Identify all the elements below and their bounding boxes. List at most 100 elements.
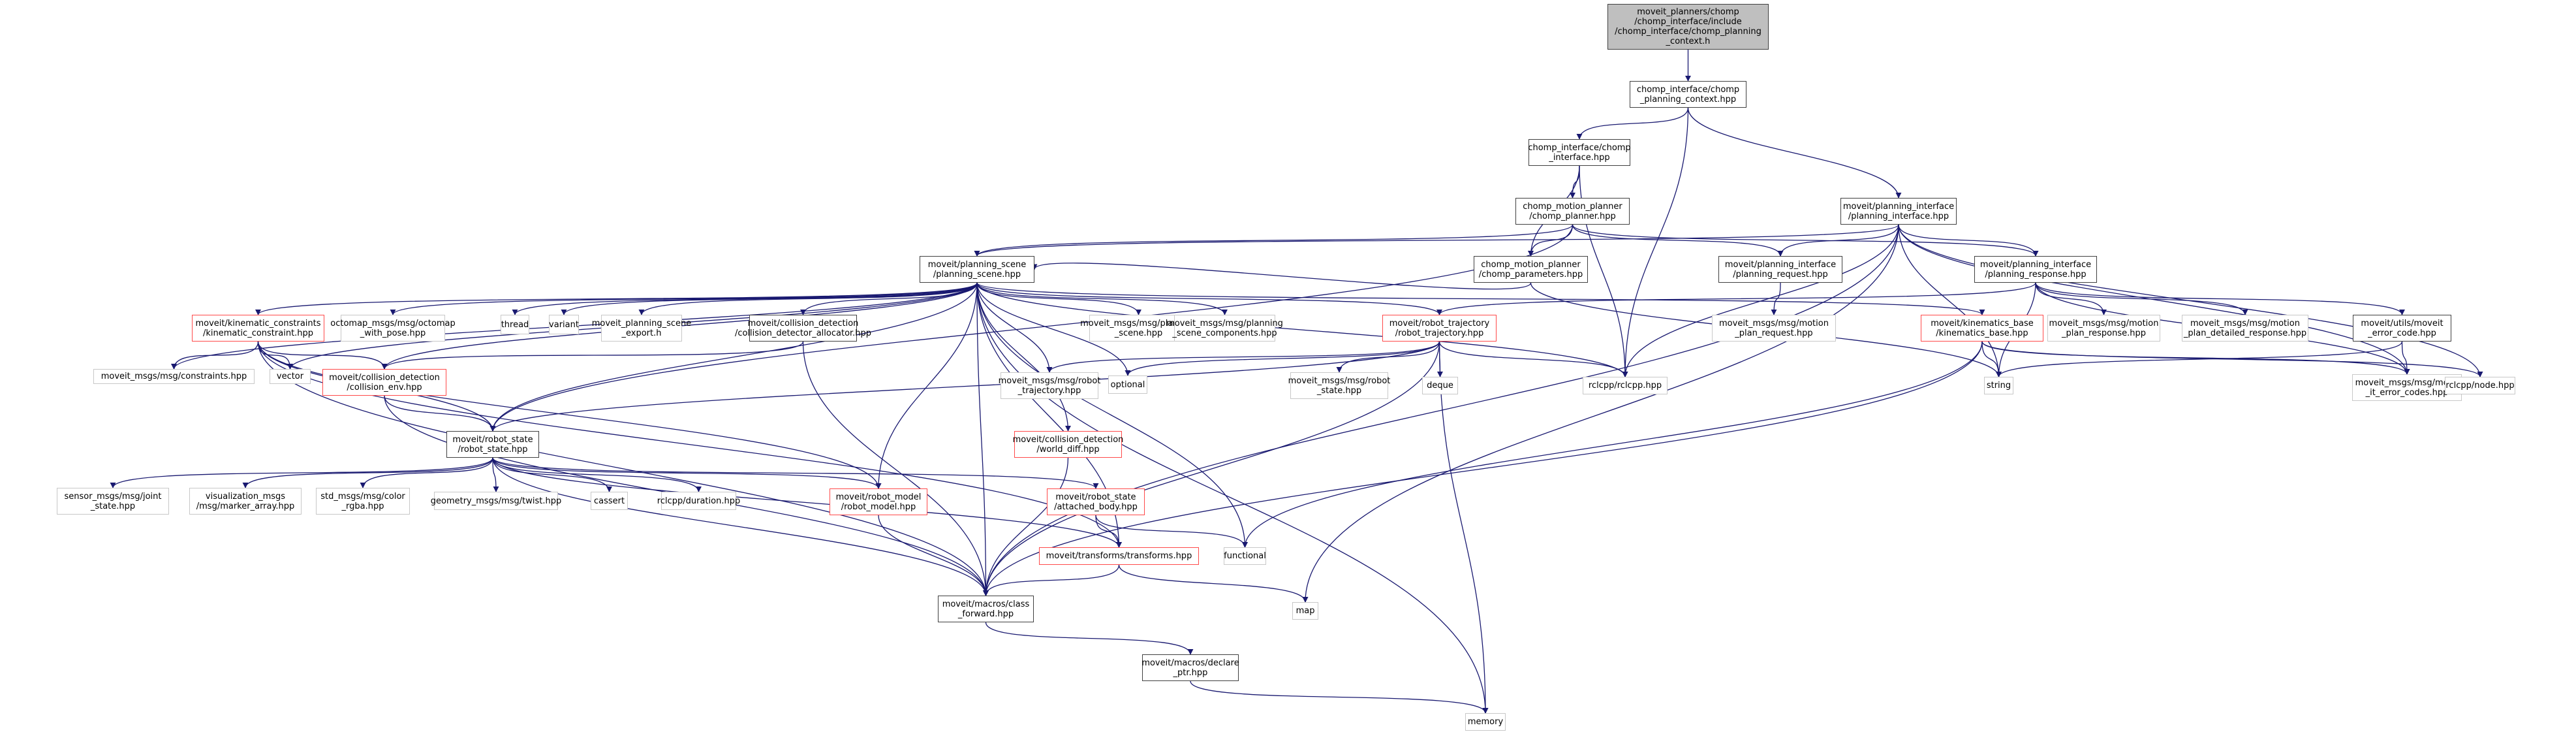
edge-tf-to-map — [1118, 564, 1309, 603]
graph-node-cf[interactable]: moveit/macros/class _forward.hpp — [938, 596, 1034, 622]
graph-node-cda[interactable]: moveit/collision_detection /collision_de… — [735, 315, 871, 342]
graph-node-cassert: cassert — [591, 492, 628, 510]
edge-ps-to-optional — [976, 282, 1131, 376]
graph-node-ab[interactable]: moveit/robot_state /attached_body.hpp — [1047, 488, 1145, 515]
graph-node-cparams[interactable]: chomp_motion_planner /chomp_parameters.h… — [1474, 256, 1588, 283]
graph-node-js: sensor_msgs/msg/joint _state.hpp — [57, 488, 169, 515]
graph-node-pi[interactable]: moveit/planning_interface /planning_inte… — [1840, 198, 1957, 225]
graph-node-label: chomp_interface/chomp _planning_context.… — [1636, 84, 1740, 104]
edge-kb-to-mmec — [1981, 341, 2410, 375]
graph-node-mpsc: moveit_msgs/msg/planning _scene_componen… — [1166, 315, 1283, 342]
graph-node-label: moveit/planning_interface /planning_inte… — [1842, 201, 1955, 221]
edge-rs-to-ab — [492, 457, 1099, 489]
graph-node-label: moveit/planning_interface /planning_requ… — [1724, 259, 1837, 279]
graph-node-label: moveit/robot_state /attached_body.hpp — [1054, 492, 1138, 512]
graph-node-node: rclcpp/node.hpp — [2445, 377, 2515, 394]
edge-pi-to-string — [1898, 224, 2002, 377]
edge-rs-to-cassert — [492, 457, 613, 492]
graph-node-label: geometry_msgs/msg/twist.hpp — [430, 496, 562, 506]
graph-node-root[interactable]: moveit_planners/chomp /chomp_interface/i… — [1607, 4, 1769, 50]
graph-node-kc[interactable]: moveit/kinematic_constraints /kinematic_… — [192, 315, 324, 342]
graph-node-mps: moveit_msgs/msg/planning _scene.hpp — [1080, 315, 1197, 342]
graph-node-kb[interactable]: moveit/kinematics_base /kinematics_base.… — [1921, 315, 2043, 342]
edge-kc-to-cf — [257, 341, 989, 596]
graph-node-ps[interactable]: moveit/planning_scene /planning_scene.hp… — [920, 256, 1034, 283]
edge-ps-to-rm — [875, 282, 978, 489]
graph-node-label: moveit/macros/class _forward.hpp — [942, 599, 1030, 619]
graph-node-label: rclcpp/node.hpp — [2445, 381, 2515, 391]
graph-node-preq[interactable]: moveit/planning_interface /planning_requ… — [1718, 256, 1842, 283]
edge-rt-to-memory — [1438, 341, 1489, 714]
graph-node-label: moveit/robot_model /robot_model.hpp — [835, 492, 922, 512]
graph-node-label: moveit/planning_interface /planning_resp… — [1979, 259, 2092, 279]
graph-node-label: moveit_msgs/msg/constraints.hpp — [101, 372, 247, 381]
graph-node-label: moveit/collision_detection /collision_de… — [734, 318, 872, 338]
edge-ps-to-rt — [976, 282, 1442, 315]
edge-cp-to-presp — [1572, 224, 2039, 257]
edge-wd-to-cf — [982, 457, 1069, 596]
graph-node-label: moveit_msgs/msg/robot _trajectory.hpp — [998, 375, 1101, 396]
graph-node-ma: visualization_msgs /msg/marker_array.hpp — [189, 488, 302, 515]
graph-node-optional: optional — [1108, 375, 1147, 394]
graph-node-label: moveit/robot_trajectory /robot_trajector… — [1389, 318, 1490, 338]
graph-node-mec[interactable]: moveit/utils/moveit _error_code.hpp — [2353, 315, 2451, 342]
edge-cf-to-dp — [985, 622, 1194, 655]
graph-node-tf[interactable]: moveit/transforms/transforms.hpp — [1039, 547, 1199, 565]
edge-ps-to-functional — [976, 282, 1249, 548]
graph-node-label: memory — [1467, 717, 1504, 727]
edge-rt-to-optional — [1125, 341, 1440, 376]
graph-node-label: moveit_planning_scene _export.h — [591, 318, 692, 338]
graph-node-dp[interactable]: moveit/macros/declare _ptr.hpp — [1141, 654, 1239, 681]
graph-node-twist: geometry_msgs/msg/twist.hpp — [431, 492, 561, 510]
graph-node-label: moveit_msgs/msg/planning _scene.hpp — [1080, 318, 1197, 338]
edge-kc-to-rm — [257, 341, 882, 489]
graph-node-cp[interactable]: chomp_motion_planner /chomp_planner.hpp — [1515, 198, 1630, 225]
graph-node-label: rclcpp/rclcpp.hpp — [1588, 381, 1662, 391]
graph-node-pse: moveit_planning_scene _export.h — [592, 315, 691, 342]
edge-presp-to-mpdr — [2035, 282, 2248, 315]
graph-node-label: functional — [1224, 551, 1266, 561]
graph-node-string: string — [1984, 377, 2013, 394]
graph-node-label: moveit/transforms/transforms.hpp — [1046, 551, 1192, 561]
graph-node-mpdr: moveit_msgs/msg/motion _plan_detailed_re… — [2182, 315, 2308, 342]
edge-cpc-to-rclcpp — [1622, 107, 1689, 377]
graph-node-label: moveit/utils/moveit _error_code.hpp — [2361, 318, 2444, 338]
edge-kb-to-functional — [1242, 341, 1983, 548]
graph-node-rs[interactable]: moveit/robot_state /robot_state.hpp — [446, 431, 539, 458]
graph-node-label: moveit/macros/declare _ptr.hpp — [1141, 658, 1239, 678]
edge-ps-to-kb — [976, 282, 1985, 315]
graph-node-label: moveit/kinematic_constraints /kinematic_… — [195, 318, 321, 338]
graph-node-label: moveit_msgs/msg/motion _plan_request.hpp — [1719, 318, 1829, 338]
graph-node-label: cassert — [593, 496, 625, 506]
graph-node-memory: memory — [1465, 713, 1506, 731]
edge-ps-to-mrt — [976, 282, 1053, 373]
graph-node-cpc[interactable]: chomp_interface/chomp _planning_context.… — [1630, 81, 1746, 108]
edge-cparams-to-ps — [1031, 263, 1532, 290]
edge-pi-to-rclcpp — [1622, 224, 1899, 377]
edge-rm-to-cf — [878, 515, 989, 596]
edge-cenv-to-rs — [384, 395, 496, 432]
graph-node-label: moveit/planning_scene /planning_scene.hp… — [927, 259, 1027, 279]
graph-node-label: string — [1986, 381, 2011, 391]
edge-ps-to-memory — [976, 282, 1489, 714]
graph-node-rm[interactable]: moveit/robot_model /robot_model.hpp — [830, 488, 927, 515]
graph-node-variant: variant — [549, 315, 579, 334]
graph-node-label: visualization_msgs /msg/marker_array.hpp — [196, 491, 295, 511]
graph-node-label: std_msgs/msg/color _rgba.hpp — [320, 491, 405, 511]
graph-node-cenv[interactable]: moveit/collision_detection /collision_en… — [322, 369, 446, 396]
graph-node-label: chomp_interface/chomp _interface.hpp — [1528, 142, 1631, 163]
graph-node-wd[interactable]: moveit/collision_detection /world_diff.h… — [1013, 431, 1123, 458]
edge-rs-to-tf — [492, 457, 1122, 548]
edge-cp-to-cparams — [1527, 224, 1574, 257]
edge-rs-to-cf — [492, 457, 989, 596]
edge-rs-to-duration — [492, 457, 702, 492]
graph-node-ci[interactable]: chomp_interface/chomp _interface.hpp — [1528, 139, 1631, 166]
edge-presp-to-rt — [1436, 282, 2036, 315]
graph-node-mmec: moveit_msgs/msg/move _it_error_codes.hpp — [2352, 374, 2462, 401]
edge-ps-to-variant — [561, 282, 978, 315]
graph-node-rt[interactable]: moveit/robot_trajectory /robot_trajector… — [1382, 315, 1497, 342]
graph-node-deque: deque — [1422, 377, 1458, 394]
edge-cp-to-preq — [1572, 224, 1784, 257]
graph-node-presp[interactable]: moveit/planning_interface /planning_resp… — [1974, 256, 2097, 283]
edge-ps-to-rs — [489, 282, 978, 432]
